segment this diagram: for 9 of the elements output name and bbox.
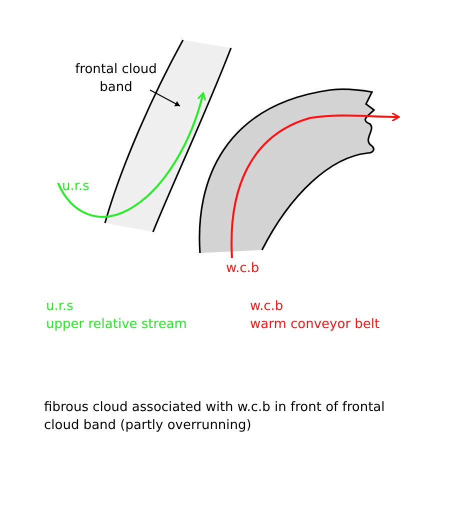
legend-description: warm conveyor belt — [250, 316, 380, 334]
leader-line — [150, 90, 180, 106]
legend-abbreviation: u.r.s — [46, 298, 74, 316]
band-label: frontal cloud band — [66, 61, 166, 97]
caption-text: fibrous cloud associated with w.c.b in front of frontal cloud band (partly overrunning) — [44, 399, 386, 435]
legend-abbreviation: w.c.b — [250, 298, 284, 316]
stream-label: u.r.s — [62, 178, 90, 196]
stream-label: w.c.b — [226, 260, 260, 278]
legend-description: upper relative stream — [46, 316, 187, 334]
